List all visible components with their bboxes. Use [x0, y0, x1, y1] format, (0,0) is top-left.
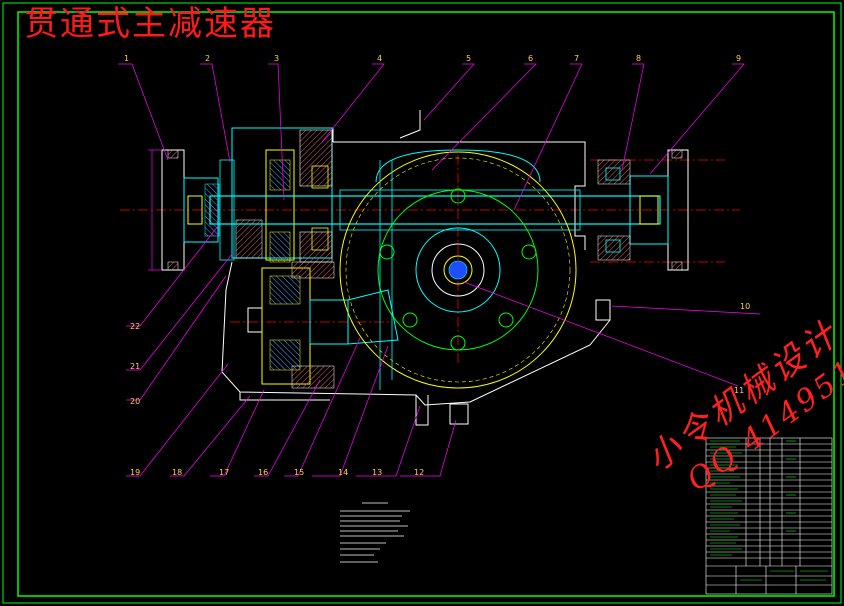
- label-21: 21: [130, 362, 140, 371]
- inner-border: [17, 11, 835, 597]
- differential-section: [219, 127, 333, 263]
- label-9: 9: [736, 54, 741, 63]
- label-22: 22: [130, 322, 140, 331]
- label-20: 20: [130, 397, 140, 406]
- parts-list-table: [705, 437, 833, 595]
- drive-pinion: [261, 261, 399, 389]
- label-10: 10: [740, 302, 750, 311]
- label-14: 14: [338, 468, 348, 477]
- label-1: 1: [124, 54, 129, 63]
- label-8: 8: [636, 54, 641, 63]
- parts-list-fill: [710, 440, 828, 581]
- label-17: 17: [219, 468, 229, 477]
- label-7: 7: [574, 54, 579, 63]
- label-13: 13: [372, 468, 382, 477]
- output-flange: [597, 149, 689, 271]
- driven-gear: [339, 149, 577, 390]
- label-5: 5: [466, 54, 471, 63]
- label-6: 6: [528, 54, 533, 63]
- label-15: 15: [294, 468, 304, 477]
- housing-outline: [221, 110, 611, 426]
- label-16: 16: [258, 468, 268, 477]
- technical-notes: [340, 502, 410, 563]
- label-12: 12: [414, 468, 424, 477]
- label-2: 2: [205, 54, 210, 63]
- label-18: 18: [172, 468, 182, 477]
- part-labels: 1 2 3 4 5 6 7 8 9 10 11 12 13 14 15 16 1…: [124, 54, 750, 477]
- leader-lines: [118, 63, 761, 477]
- label-4: 4: [377, 54, 382, 63]
- label-11: 11: [734, 386, 744, 395]
- label-3: 3: [274, 54, 279, 63]
- drawing-title: 贯通式主减速器: [24, 4, 276, 44]
- label-19: 19: [130, 468, 140, 477]
- input-flange: [148, 149, 220, 271]
